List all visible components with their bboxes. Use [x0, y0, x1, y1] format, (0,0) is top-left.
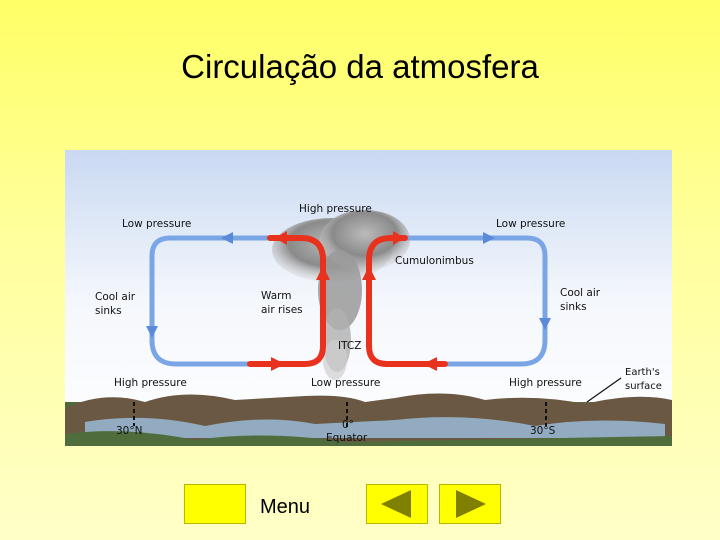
atmospheric-circulation-diagram: High pressure Low pressure Low pressure …: [65, 150, 672, 446]
label-warm-air-1: Warm: [261, 290, 292, 302]
arrow-warm-top-left: [275, 231, 287, 245]
previous-slide-button[interactable]: [366, 484, 428, 524]
earth-surface: [65, 393, 672, 446]
slide-title: Circulação da atmosfera: [181, 48, 539, 85]
label-0-degrees: 0°: [342, 419, 354, 431]
label-itcz: ITCZ: [338, 340, 361, 352]
arrow-warm-right-bottom: [423, 357, 437, 371]
arrow-left-top: [221, 232, 233, 244]
label-30n: 30°N: [116, 425, 142, 437]
label-high-pressure-right: High pressure: [509, 377, 582, 389]
cool-air-flow-left: [149, 235, 273, 367]
label-low-pressure-right: Low pressure: [496, 218, 565, 230]
label-high-pressure-left: High pressure: [114, 377, 187, 389]
warm-air-flow: [247, 235, 448, 367]
menu-button[interactable]: Menu: [259, 496, 311, 518]
triangle-right-icon: [456, 490, 486, 518]
label-low-pressure-bottom: Low pressure: [311, 377, 380, 389]
label-high-pressure-top: High pressure: [299, 203, 372, 215]
triangle-left-icon: [381, 490, 411, 518]
arrow-warm-top-right: [393, 231, 405, 245]
arrow-warm-up-left: [316, 266, 330, 280]
arrow-right-down: [539, 318, 551, 330]
arrow-right-top: [483, 232, 495, 244]
label-cumulonimbus: Cumulonimbus: [395, 255, 474, 267]
label-cool-air-right-1: Cool air: [560, 287, 601, 299]
label-warm-air-2: air rises: [261, 304, 303, 316]
label-low-pressure-left: Low pressure: [122, 218, 191, 230]
label-cool-air-right-2: sinks: [560, 301, 587, 313]
cool-air-flow-right: [402, 235, 548, 367]
blank-nav-button[interactable]: [184, 484, 246, 524]
label-30s: 30°S: [530, 425, 556, 437]
label-cool-air-left-2: sinks: [95, 305, 122, 317]
label-earth-surface-2: surface: [625, 381, 662, 392]
label-equator: Equator: [326, 432, 368, 444]
label-earth-surface-1: Earth's: [625, 367, 660, 378]
arrow-left-down: [146, 326, 158, 338]
earth-surface-pointer: [586, 377, 622, 403]
arrow-warm-up-right: [362, 266, 376, 280]
arrow-warm-left-bottom: [271, 357, 285, 371]
label-cool-air-left-1: Cool air: [95, 291, 136, 303]
next-slide-button[interactable]: [439, 484, 501, 524]
cumulonimbus-cloud: [272, 210, 410, 380]
